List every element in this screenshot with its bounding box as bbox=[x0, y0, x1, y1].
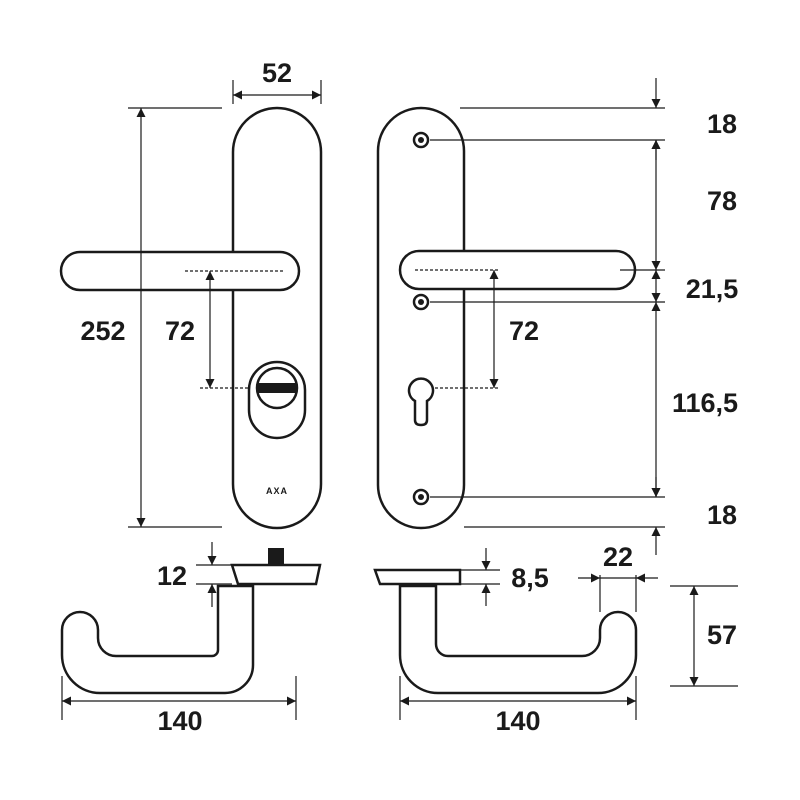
left-center-distance-label: 72 bbox=[165, 316, 195, 346]
right-center-distance-label: 72 bbox=[509, 316, 539, 346]
right-lever-handle bbox=[398, 249, 637, 291]
right-lever-side-profile bbox=[398, 584, 638, 695]
bottom-screw-center bbox=[418, 494, 424, 500]
euro-cylinder-keyhole bbox=[407, 377, 435, 427]
left-thumbturn-knob bbox=[257, 383, 297, 393]
dimension-labels: 52 252 72 72 18 78 21,5 116,5 18 12 8,5 … bbox=[80, 58, 738, 736]
lever-projection-label: 57 bbox=[707, 620, 737, 650]
left-backplate bbox=[231, 106, 323, 530]
left-thumbturn-spindle bbox=[268, 548, 284, 564]
left-rose-thickness-label: 12 bbox=[157, 561, 187, 591]
top-offset-label: 18 bbox=[707, 109, 737, 139]
plate-width-label: 52 bbox=[262, 58, 292, 88]
plate-height-label: 252 bbox=[80, 316, 125, 346]
middle-screw-center bbox=[418, 299, 424, 305]
lever-to-screw-label: 21,5 bbox=[686, 274, 739, 304]
left-side-view bbox=[60, 548, 322, 695]
screw-to-lever-label: 78 bbox=[707, 186, 737, 216]
screw-to-screw-label: 116,5 bbox=[672, 388, 738, 418]
left-lever-length-label: 140 bbox=[157, 706, 202, 736]
right-lever-length-label: 140 bbox=[495, 706, 540, 736]
top-screw-center bbox=[418, 137, 424, 143]
right-rose-thickness-label: 8,5 bbox=[511, 563, 549, 593]
left-rose-profile bbox=[230, 563, 322, 586]
brand-logo: AXA bbox=[266, 486, 288, 496]
right-front-view bbox=[376, 106, 637, 530]
right-rose-profile bbox=[373, 568, 462, 586]
right-backplate bbox=[376, 106, 466, 530]
bottom-offset-label: 18 bbox=[707, 500, 737, 530]
left-lever-handle bbox=[59, 250, 301, 292]
lever-diameter-label: 22 bbox=[603, 542, 633, 572]
left-lever-side-profile bbox=[60, 584, 255, 695]
left-front-view: AXA bbox=[59, 106, 323, 530]
dimension-lines bbox=[61, 78, 738, 720]
right-side-view bbox=[373, 568, 638, 695]
